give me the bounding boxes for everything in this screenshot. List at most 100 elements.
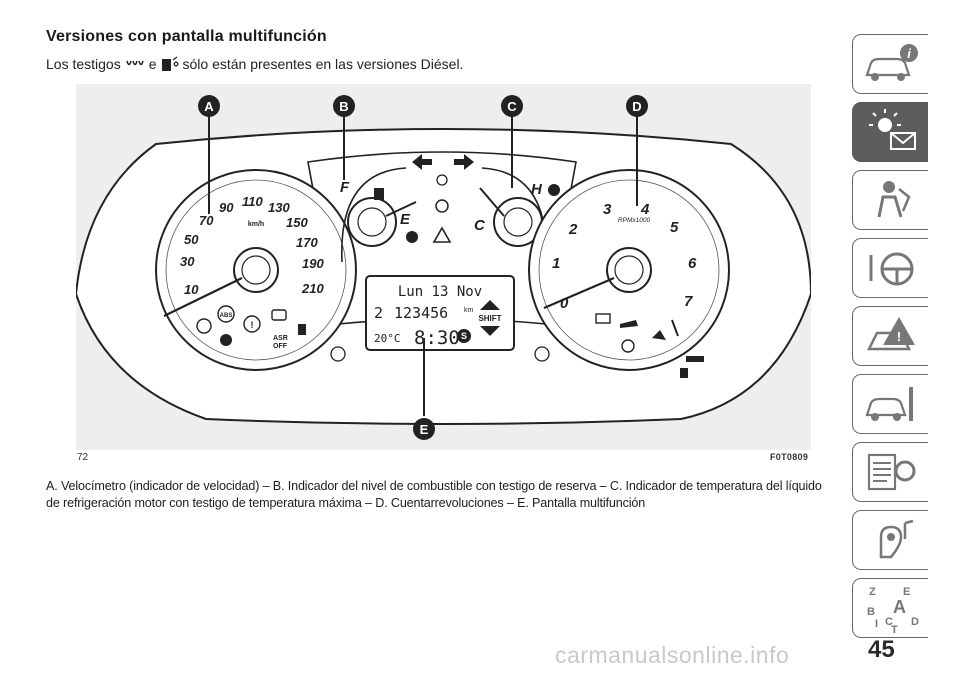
tab-technical-data[interactable]: [852, 442, 928, 502]
speed-tick-10: 10: [184, 282, 199, 297]
intro-text-end: sólo están presentes en las versiones Di…: [182, 56, 464, 72]
temp-max-light: [548, 184, 560, 196]
emergency-icon: !: [866, 317, 915, 351]
display-time: 8:30: [414, 327, 460, 349]
brake-warning-icon: !: [243, 315, 261, 333]
tab-starting-driving[interactable]: [852, 238, 928, 298]
svg-text:E: E: [903, 586, 910, 598]
center-warning-lights: [412, 154, 474, 243]
battery-icon: [595, 313, 611, 324]
speedometer: km/h 10 30 50 70 90 110 130 150 170 190 …: [155, 169, 357, 371]
callout-a: A: [198, 95, 220, 117]
fuel-pump-icon: [374, 188, 384, 200]
tpms-icon: [196, 318, 212, 334]
shift-label: SHIFT: [478, 314, 501, 323]
rpm-tick-1: 1: [552, 255, 560, 272]
fog-light-icon: [330, 346, 346, 362]
watermark: carmanualsonline.info: [555, 642, 790, 668]
display-date: Lun 13 Nov: [398, 284, 482, 300]
rpm-tick-5: 5: [670, 219, 679, 236]
esc-warning-icon: [271, 309, 287, 321]
fuel-gauge: F E: [340, 167, 418, 263]
turn-right-icon: [454, 154, 474, 170]
tachometer: RPMx1000 0 1 2 3 4 5 6 7: [528, 169, 730, 378]
page-number: 45: [868, 636, 895, 663]
tachometer-unit: RPMx1000: [618, 217, 651, 224]
hazard-icon: [432, 226, 452, 243]
rpm-tick-0: 0: [560, 295, 569, 312]
tire-pressure-icon: [621, 339, 635, 353]
steering-icon: [869, 252, 913, 286]
glow-plug-light-icon: [686, 356, 704, 362]
fuel-full-label: F: [340, 179, 350, 196]
svg-text:!: !: [896, 329, 900, 344]
display-odometer-unit: km: [464, 307, 474, 314]
low-beam-icon: [436, 174, 448, 186]
speed-tick-210: 210: [301, 281, 324, 296]
abs-warning-icon: ABS: [217, 305, 235, 323]
shift-down-arrow: [480, 326, 500, 336]
display-odometer: 123456: [394, 304, 448, 322]
rpm-tick-4: 4: [640, 201, 650, 218]
tab-warning-lights[interactable]: [852, 102, 928, 162]
multimedia-icon: [879, 519, 913, 559]
rpm-tick-7: 7: [684, 293, 693, 310]
fuel-reserve-light: [406, 231, 418, 243]
turn-left-icon: [412, 154, 432, 170]
door-open-icon: [298, 324, 306, 335]
multifunction-display: Lun 13 Nov 2 123456 km 20°C 8:30 S SHIFT: [365, 275, 515, 351]
tab-multimedia[interactable]: [852, 510, 928, 570]
seatbelt-icon: [671, 319, 679, 337]
abs-label: ABS: [220, 313, 233, 319]
water-in-fuel-icon: [161, 56, 179, 71]
rpm-tick-2: 2: [568, 221, 578, 238]
maintenance-icon: [864, 387, 913, 421]
svg-text:E: E: [420, 422, 429, 437]
tab-car-info[interactable]: i: [852, 34, 928, 94]
safety-icon: [877, 181, 911, 218]
intro-text-start: Los testigos: [46, 56, 121, 72]
figure-page-number: 72: [77, 452, 89, 463]
display-gear: 2: [374, 304, 383, 322]
fuel-empty-label: E: [400, 211, 411, 228]
start-stop-icon: [457, 329, 471, 343]
oil-pressure-icon: [620, 320, 638, 328]
technical-data-icon: [867, 453, 915, 491]
speed-tick-170: 170: [296, 235, 318, 250]
speed-tick-90: 90: [219, 200, 234, 215]
glow-plug-icon: [125, 60, 144, 66]
index-icon: Z E B A C D I T: [867, 586, 919, 633]
car-info-icon: i: [864, 44, 918, 81]
tab-emergency[interactable]: !: [852, 306, 928, 366]
rpm-tick-3: 3: [603, 201, 612, 218]
tab-safety[interactable]: [852, 170, 928, 230]
svg-text:B: B: [339, 99, 348, 114]
speed-tick-110: 110: [242, 194, 263, 209]
asr-off-line1: ASR: [273, 335, 288, 342]
shift-up-arrow: [480, 300, 500, 310]
high-beam-icon: [435, 199, 449, 213]
temp-hot-label: H: [531, 181, 543, 198]
svg-text:D: D: [632, 99, 641, 114]
start-stop-label: S: [461, 331, 467, 341]
section-heading: Versiones con pantalla multifunción: [46, 28, 327, 45]
callout-b: B: [333, 95, 355, 117]
svg-text:D: D: [911, 616, 919, 628]
tab-index[interactable]: Z E B A C D I T: [852, 578, 928, 638]
speed-tick-70: 70: [199, 213, 214, 228]
rpm-tick-6: 6: [688, 255, 697, 272]
temp-cold-label: C: [474, 217, 486, 234]
asr-off-line2: OFF: [273, 343, 288, 350]
svg-text:A: A: [204, 99, 214, 114]
engine-fault-icon: [220, 334, 232, 346]
tab-maintenance[interactable]: [852, 374, 928, 434]
water-in-fuel-light-icon: [680, 368, 688, 378]
svg-text:C: C: [885, 616, 893, 628]
svg-text:C: C: [507, 99, 517, 114]
svg-text:Z: Z: [869, 586, 876, 598]
svg-text:A: A: [893, 597, 906, 617]
speed-tick-150: 150: [286, 215, 308, 230]
rear-fog-light-icon: [534, 346, 550, 362]
callout-c: C: [501, 95, 523, 117]
speed-tick-50: 50: [184, 232, 199, 247]
